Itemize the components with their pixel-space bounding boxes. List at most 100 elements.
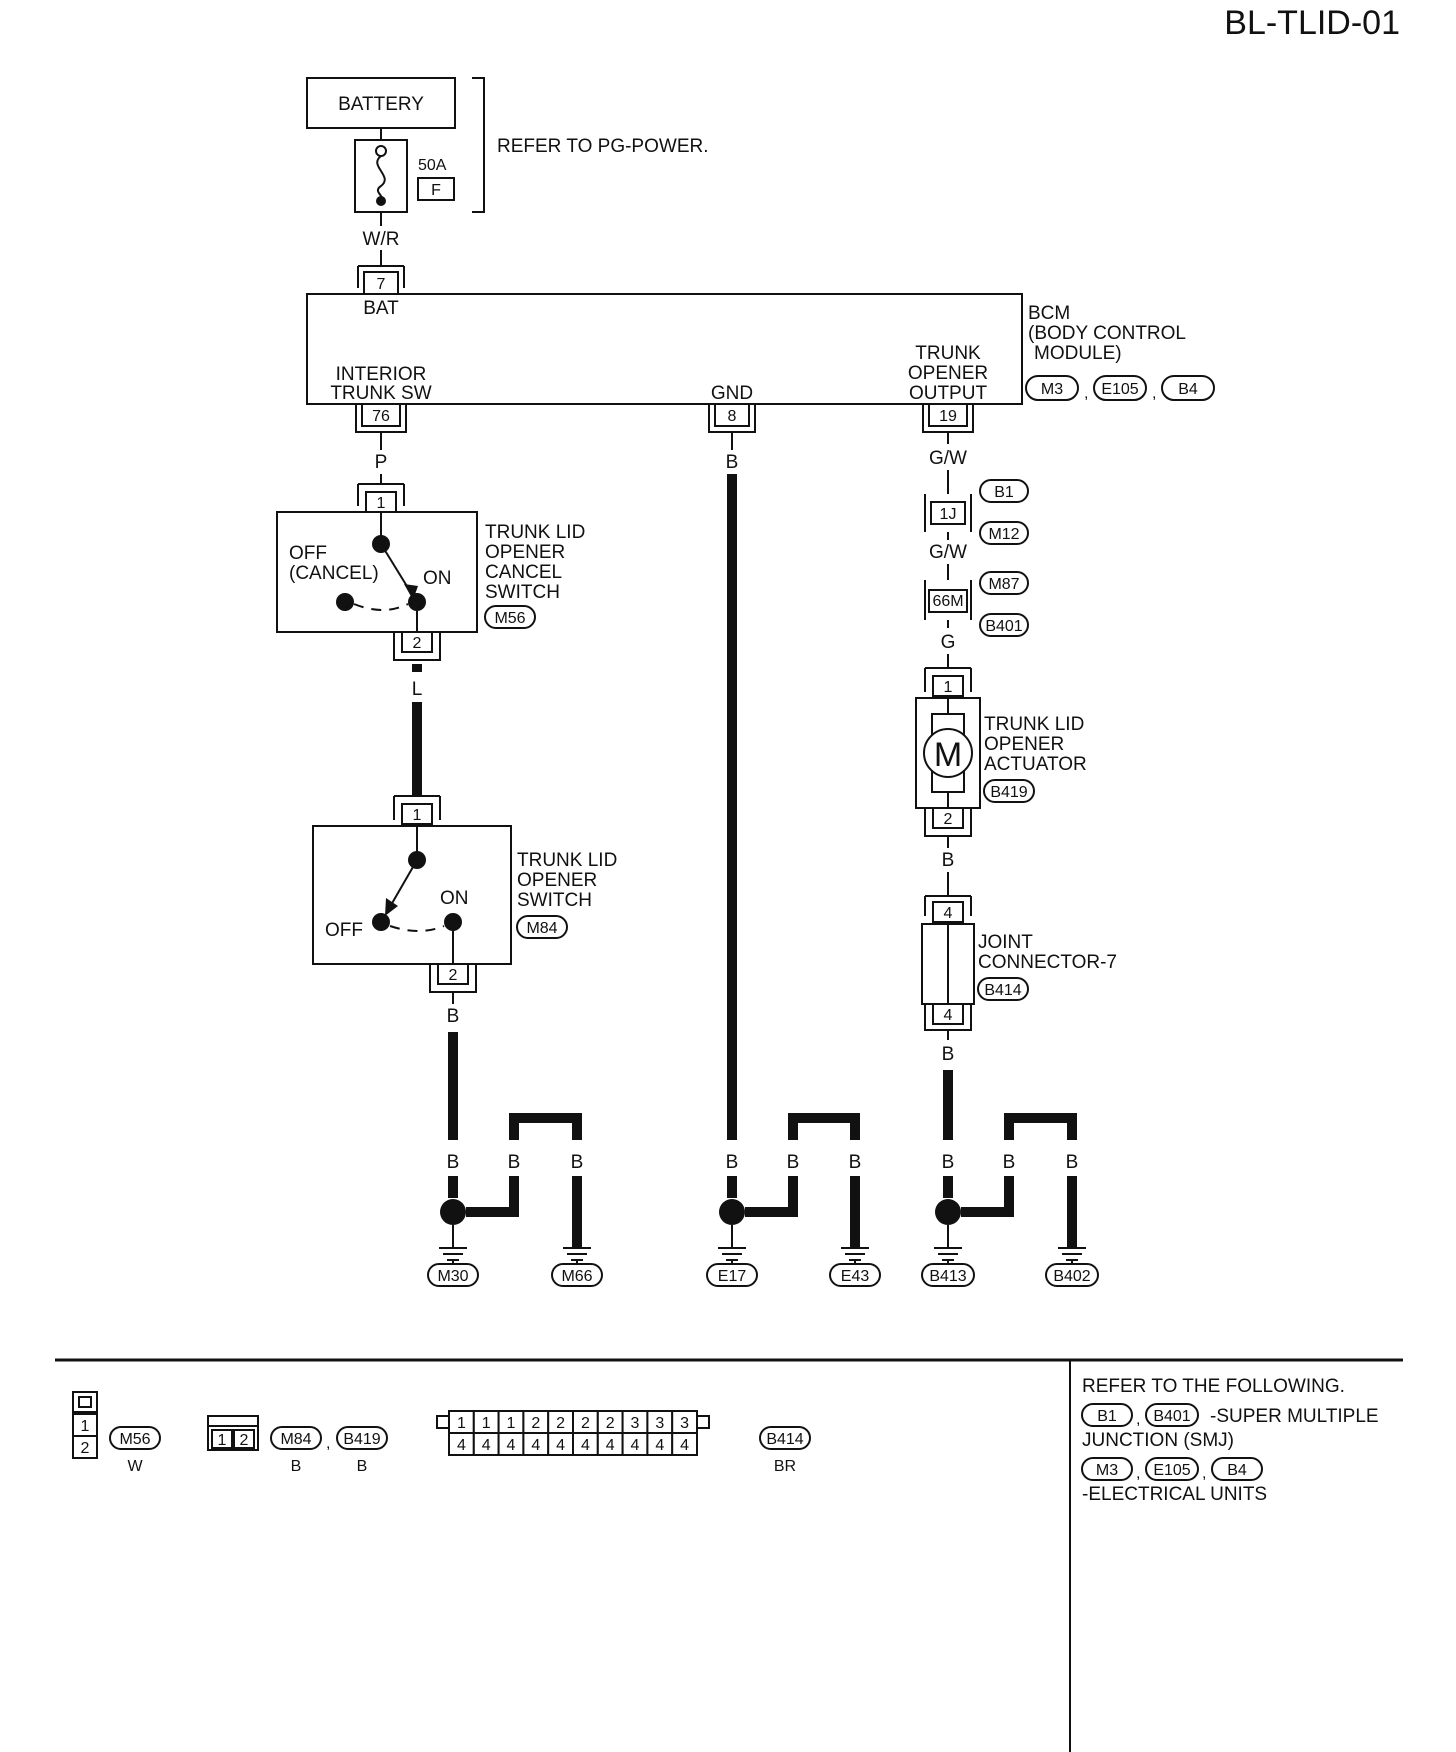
footer-m56-connector: 1 2 M56 W (72, 1391, 161, 1475)
wire-color-b: B (571, 1152, 584, 1173)
bcm-name-2: (BODY CONTROL (1028, 323, 1186, 344)
joint-pin-top: 4 (924, 895, 972, 923)
motor-label: M (934, 736, 962, 774)
ground-e17: E17 (718, 1268, 747, 1285)
svg-text:,: , (1136, 1465, 1140, 1482)
actuator-name-2: OPENER (984, 734, 1064, 755)
wire-color-b: B (508, 1152, 521, 1173)
bcm-pin-76: 76 (355, 403, 407, 433)
svg-text:66M: 66M (932, 593, 963, 610)
actuator-pin-2: 2 (924, 807, 972, 837)
svg-text:1: 1 (81, 1418, 90, 1435)
refer-title: REFER TO THE FOLLOWING. (1082, 1376, 1345, 1397)
svg-text:M56: M56 (119, 1431, 150, 1448)
smj-b401-badge (979, 613, 1029, 637)
svg-text:BR: BR (774, 1458, 796, 1475)
svg-text:,: , (1084, 385, 1088, 402)
cancel-switch-off-2: (CANCEL) (289, 563, 379, 584)
wire-color-gw-1: G/W (929, 448, 967, 469)
svg-text:2: 2 (81, 1440, 90, 1457)
b414-pin-label-bottom: 4 (457, 1437, 466, 1454)
cancel-switch-off-1: OFF (289, 543, 327, 564)
svg-text:B4: B4 (1227, 1462, 1247, 1479)
bcm-box (306, 293, 1023, 405)
wire-color-b: B (726, 1152, 739, 1173)
wire-color-b: B (942, 1152, 955, 1173)
b414-pin-label-bottom: 4 (631, 1437, 640, 1454)
ground-m30: M30 (437, 1268, 468, 1285)
b414-pin-label-top: 1 (507, 1415, 516, 1432)
svg-text:B: B (357, 1458, 368, 1475)
battery-box (306, 77, 456, 129)
bcm-pin-7: 7 (357, 265, 405, 295)
svg-text:B419: B419 (343, 1431, 380, 1448)
wire-color-b-right: B (942, 1044, 955, 1065)
fuse-icon (376, 155, 386, 202)
b414-pin-label-bottom: 4 (680, 1437, 689, 1454)
svg-text:7: 7 (377, 276, 386, 293)
svg-text:E105: E105 (1101, 381, 1138, 398)
b414-pin-label-top: 3 (680, 1415, 689, 1432)
wire-color-b-gnd: B (726, 452, 739, 473)
svg-text:76: 76 (372, 408, 390, 425)
cancel-switch-box (276, 511, 478, 633)
svg-text:-SUPER MULTIPLE: -SUPER MULTIPLE (1210, 1406, 1379, 1427)
opener-switch-connector-badge (516, 915, 568, 939)
ground-group-1: B B B M30 M66 (427, 1113, 603, 1287)
smj-m12: M12 (988, 526, 1019, 543)
svg-text:2: 2 (944, 811, 953, 828)
cancel-switch-name-3: CANCEL (485, 562, 562, 583)
bcm-connector-badges: M3 , E105 , B4 (1025, 375, 1215, 402)
cancel-switch-pin-1: 1 (357, 483, 405, 513)
svg-text:M84: M84 (280, 1431, 311, 1448)
svg-text:B401: B401 (1153, 1408, 1190, 1425)
b414-pin-label-top: 1 (457, 1415, 466, 1432)
smj-m12-badge (979, 521, 1029, 545)
svg-text:M3: M3 (1096, 1462, 1118, 1479)
motor-icon (923, 728, 973, 778)
wire-color-l: L (412, 679, 423, 700)
svg-text:19: 19 (939, 408, 957, 425)
wire-color-b: B (787, 1152, 800, 1173)
bcm-output-1: TRUNK (915, 343, 981, 364)
ground-group-3: B B B B413 B402 (921, 1113, 1099, 1287)
svg-text:,: , (1152, 385, 1156, 402)
svg-text:,: , (1202, 1465, 1206, 1482)
bcm-output-3: OUTPUT (909, 383, 988, 404)
wire-color-b: B (1003, 1152, 1016, 1173)
smj-b1: B1 (994, 484, 1014, 501)
joint-pin-bottom: 4 (924, 1003, 972, 1031)
wire-color-b-act: B (942, 850, 955, 871)
footer-m84-b419-connector: 1 2 M84 , B419 B B (207, 1415, 388, 1475)
b414-pin-label-bottom: 4 (531, 1437, 540, 1454)
wire-color-b: B (849, 1152, 862, 1173)
cancel-switch-name-2: OPENER (485, 542, 565, 563)
opener-switch-connector: M84 (526, 920, 557, 937)
bcm-output-2: OPENER (908, 363, 988, 384)
svg-text:1: 1 (944, 679, 953, 696)
actuator-name-3: ACTUATOR (984, 754, 1087, 775)
b414-pin-label-top: 2 (556, 1415, 565, 1432)
svg-text:B: B (291, 1458, 302, 1475)
smj-m87: M87 (988, 576, 1019, 593)
b414-pin-label-bottom: 4 (556, 1437, 565, 1454)
svg-text:1: 1 (377, 495, 386, 512)
cancel-switch-on: ON (423, 568, 452, 589)
b414-pin-label-top: 3 (655, 1415, 664, 1432)
ground-e43: E43 (841, 1268, 870, 1285)
opener-switch-pin-2: 2 (429, 963, 477, 993)
wire-color-b: B (1066, 1152, 1079, 1173)
svg-text:B4: B4 (1178, 381, 1198, 398)
b414-pin-label-bottom: 4 (482, 1437, 491, 1454)
svg-text:B1: B1 (1097, 1408, 1117, 1425)
svg-text:2: 2 (413, 635, 422, 652)
svg-text:,: , (326, 1435, 330, 1452)
cancel-switch-pin-2: 2 (393, 631, 441, 661)
b414-pin-label-bottom: 4 (655, 1437, 664, 1454)
bcm-pin-19: 19 (922, 403, 974, 433)
bcm-gnd-label: GND (711, 383, 753, 404)
smj-pin-1j: 1J (924, 494, 972, 532)
opener-switch-name-3: SWITCH (517, 890, 592, 911)
b414-pin-label-top: 2 (606, 1415, 615, 1432)
